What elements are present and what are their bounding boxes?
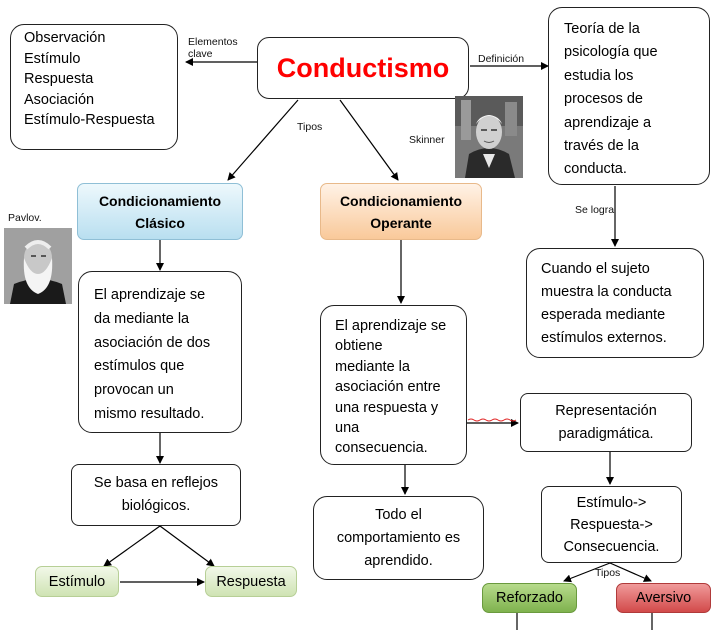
definicion-line: conducta. (564, 161, 627, 178)
operante-desc-line: El aprendizaje se (335, 318, 447, 334)
se-logra-line: esperada mediante (541, 307, 666, 323)
clasico-desc-line: asociación de dos (94, 334, 211, 351)
operante-header: Condicionamiento Operante (320, 183, 482, 240)
base-line: Se basa en reflejos (93, 475, 219, 491)
arrow-erc-reforzado (563, 562, 611, 583)
operante-desc-line: una (335, 420, 360, 437)
reforzado-pill: Reforzado (482, 583, 577, 613)
clasico-header-line: Clásico (135, 214, 185, 231)
elementos-box: Observación Estímulo Respuesta Asociació… (10, 24, 178, 150)
pavlov-photo (4, 228, 72, 304)
clasico-desc-line: mismo resultado. (94, 405, 205, 422)
definicion-line: Teoría de la (564, 21, 640, 37)
representacion-line: Representación (555, 402, 657, 419)
se-logra-line: Cuando el sujeto (541, 261, 650, 277)
elementos-label: Elementos clave (188, 36, 238, 60)
erc-line: Respuesta-> (570, 516, 653, 533)
skinner-photo (455, 96, 523, 178)
arrow-operante (339, 99, 399, 181)
operante-desc-line: una respuesta y (335, 399, 439, 416)
arrow-clasico (227, 99, 299, 181)
erc-tipos-label: Tipos (595, 567, 621, 579)
operante-desc-line: asociación entre (335, 379, 441, 396)
se-logra-line: muestra la conducta (541, 284, 672, 300)
elementos-label-line: clave (188, 48, 213, 60)
arrow-base-respuesta (159, 525, 215, 567)
elementos-label-line: Elementos (188, 36, 238, 48)
definicion-label: Definición (478, 53, 525, 65)
erc-line: Consecuencia. (563, 538, 660, 555)
title-box: Conductismo (257, 37, 469, 99)
todo-box: Todo el comportamiento es aprendido. (313, 496, 484, 580)
se-logra-box: Cuando el sujeto muestra la conducta esp… (526, 248, 704, 358)
operante-desc-box: El aprendizaje se obtiene mediante la as… (320, 305, 467, 465)
erc-line: Estímulo-> (576, 494, 647, 511)
definicion-box: Teoría de la psicología que estudia los … (548, 7, 710, 185)
aversivo-pill: Aversivo (616, 583, 711, 613)
definicion-line: psicología que (564, 44, 658, 61)
todo-line: Todo el (375, 506, 422, 523)
clasico-header: Condicionamiento Clásico (77, 183, 243, 240)
elementos-item: Respuesta (24, 71, 94, 87)
operante-header-line: Operante (370, 214, 432, 231)
se-logra-label: Se logra (575, 204, 615, 216)
clasico-desc-line: provocan un (94, 382, 174, 399)
elementos-item: Observación (24, 30, 106, 46)
elementos-item: Asociación (24, 91, 95, 108)
definicion-line: aprendizaje a (564, 114, 652, 131)
representacion-box: Representación paradigmática. (520, 393, 692, 452)
pavlov-label: Pavlov. (8, 212, 42, 224)
clasico-desc-line: El aprendizaje se (94, 287, 206, 303)
respuesta-pill: Respuesta (205, 566, 297, 597)
todo-line: aprendido. (364, 552, 433, 569)
se-logra-line: estímulos externos. (541, 330, 667, 346)
estimulo-pill: Estímulo (35, 566, 119, 597)
base-line: biológicos. (121, 498, 191, 514)
erc-box: Estímulo-> Respuesta-> Consecuencia. (541, 486, 682, 563)
representacion-line: paradigmática. (558, 425, 654, 442)
definicion-line: estudia los (564, 67, 634, 84)
page-title: Conductismo (276, 53, 450, 83)
arrow-base-estimulo (103, 525, 161, 567)
elementos-item: Estímulo (24, 50, 81, 67)
definicion-line: través de la (564, 138, 639, 155)
clasico-desc-line: da mediante la (94, 310, 190, 327)
elementos-item: Estímulo-Respuesta (24, 112, 155, 128)
spellcheck-underline (467, 418, 517, 422)
definicion-line: procesos de (564, 91, 643, 108)
arrow-erc-aversivo (609, 562, 652, 582)
tipos-label: Tipos (297, 121, 323, 133)
operante-header-line: Condicionamiento (339, 192, 463, 209)
skinner-label: Skinner (409, 134, 445, 146)
clasico-desc-box: El aprendizaje se da mediante la asociac… (78, 271, 242, 433)
operante-desc-line: consecuencia. (335, 440, 428, 457)
operante-desc-line: mediante la (335, 358, 410, 375)
clasico-header-line: Condicionamiento (98, 192, 222, 209)
operante-desc-line: obtiene (335, 338, 383, 355)
clasico-desc-line: estímulos que (94, 358, 185, 375)
base-box: Se basa en reflejos biológicos. (71, 464, 241, 526)
todo-line: comportamiento es (336, 529, 461, 546)
